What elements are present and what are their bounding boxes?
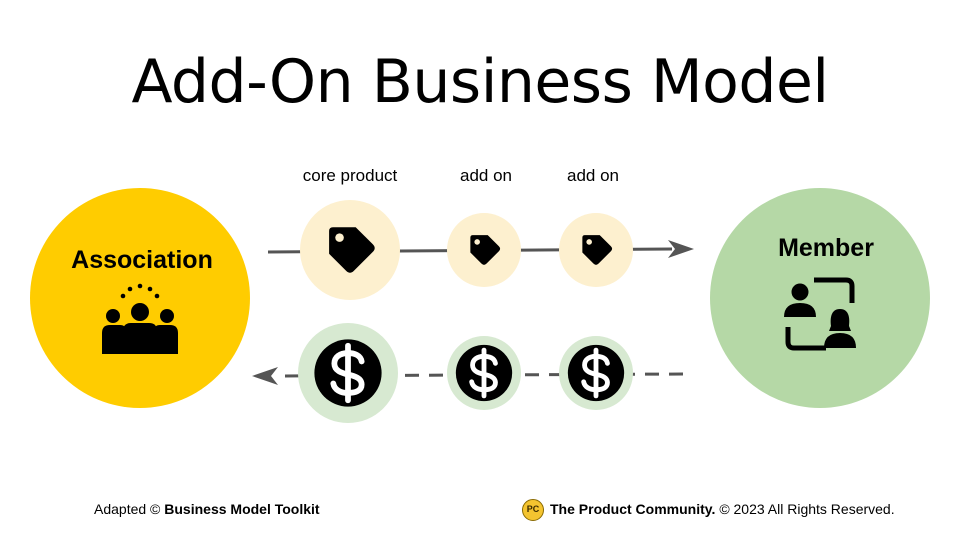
group-people-icon [102,283,178,354]
footer-copyright: The Product Community. © 2023 All Rights… [550,501,895,517]
copyright-text: © 2023 All Rights Reserved. [719,501,895,517]
addon-1-label: add on [460,166,512,185]
attribution-source: Business Model Toolkit [164,501,320,517]
dollar-coin-icon [568,345,624,401]
dollar-coin-icon [456,345,512,401]
addon-2-label: add on [567,166,619,185]
core-payment-node [298,323,398,423]
attribution-prefix: Adapted © [94,501,161,517]
member-exchange-icon [784,277,856,351]
core-product-node [300,200,400,300]
company-name: The Product Community. [550,501,716,517]
association-label: Association [71,246,213,274]
member-circle [710,188,930,408]
association-circle [30,188,250,408]
addon-2-node [559,213,633,287]
page-title: Add-On Business Model [131,47,829,117]
product-community-logo: PC [522,499,544,521]
member-label: Member [778,234,874,262]
footer-attribution: Adapted © Business Model Toolkit [94,501,320,517]
core-product-label: core product [302,166,398,185]
dollar-coin-icon [314,339,381,406]
addon-1-payment-node [447,336,521,410]
addon-1-node [447,213,521,287]
addon-2-payment-node [559,336,633,410]
